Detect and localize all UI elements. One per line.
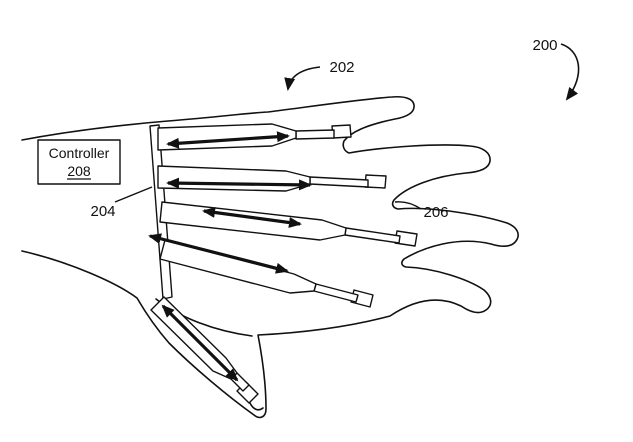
ref-label-200: 200 [532,37,557,54]
strip-channel [295,129,335,140]
controller-block: Controller 208 [37,139,121,185]
ref-label-202: 202 [329,59,354,76]
leader-line-204 [114,186,153,203]
bidirectional-arrow-middle [166,177,312,191]
strip-pad [331,124,352,139]
bidirectional-arrow-ring [202,207,302,228]
leader-line-206 [394,201,422,210]
bidirectional-arrow-pinky [148,233,289,274]
controller-ref: 208 [67,163,91,179]
bidirectional-arrow-thumb [161,304,239,382]
controller-box [37,139,121,185]
label-arrow-202 [284,66,321,91]
bidirectional-arrow-index [166,131,290,149]
thumb-nail-line [249,402,264,411]
label-arrow-200 [560,43,580,101]
ref-label-204: 204 [90,203,115,220]
controller-title: Controller [49,145,110,161]
hand-outline [21,95,519,419]
ref-label-206: 206 [423,204,448,221]
